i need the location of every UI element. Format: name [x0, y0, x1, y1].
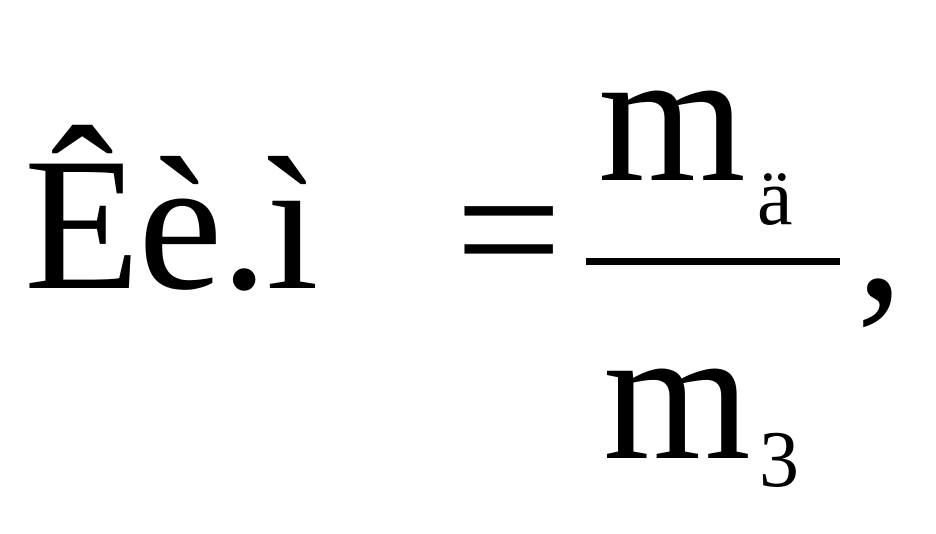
trailing-comma: , [856, 130, 904, 340]
equals-sign: = [455, 125, 563, 335]
numerator-symbol: m [598, 12, 746, 222]
denominator-subscript: 3 [759, 416, 799, 504]
fraction-bar [586, 258, 840, 265]
numerator-subscript: ä [757, 154, 793, 242]
formula-lhs: Êè.ì [24, 120, 319, 330]
denominator-symbol: m [603, 290, 751, 500]
